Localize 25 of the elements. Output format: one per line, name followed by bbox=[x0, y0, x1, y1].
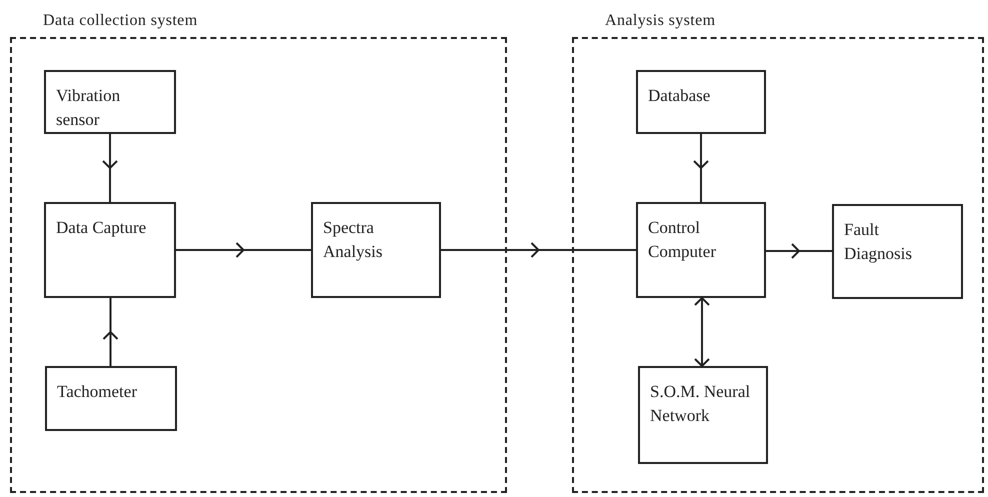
process-box bbox=[636, 70, 766, 134]
arrow bbox=[102, 133, 118, 203]
process-box bbox=[638, 366, 768, 464]
process-box bbox=[44, 70, 176, 134]
arrow bbox=[440, 242, 637, 258]
box-label: Tachometer bbox=[57, 381, 138, 403]
process-box bbox=[44, 202, 176, 298]
process-box bbox=[832, 204, 963, 299]
arrow bbox=[175, 242, 312, 258]
box-label: Control Computer bbox=[648, 217, 717, 263]
process-box bbox=[636, 202, 766, 298]
box-label: Database bbox=[648, 85, 712, 107]
box-label: Spectra Analysis bbox=[323, 217, 384, 263]
group-title: Analysis system bbox=[605, 11, 716, 31]
box-label: Data Capture bbox=[56, 217, 148, 239]
arrow bbox=[765, 243, 833, 259]
box-label: Fault Diagnosis bbox=[844, 219, 913, 265]
arrow bbox=[694, 296, 710, 368]
box-label: Vibration sensor bbox=[56, 85, 122, 131]
process-box bbox=[311, 202, 441, 298]
box-label: S.O.M. Neural Network bbox=[650, 381, 752, 427]
arrow bbox=[693, 133, 709, 203]
process-box bbox=[45, 366, 177, 431]
arrow bbox=[102, 297, 118, 367]
group-title: Data collection system bbox=[43, 11, 198, 31]
